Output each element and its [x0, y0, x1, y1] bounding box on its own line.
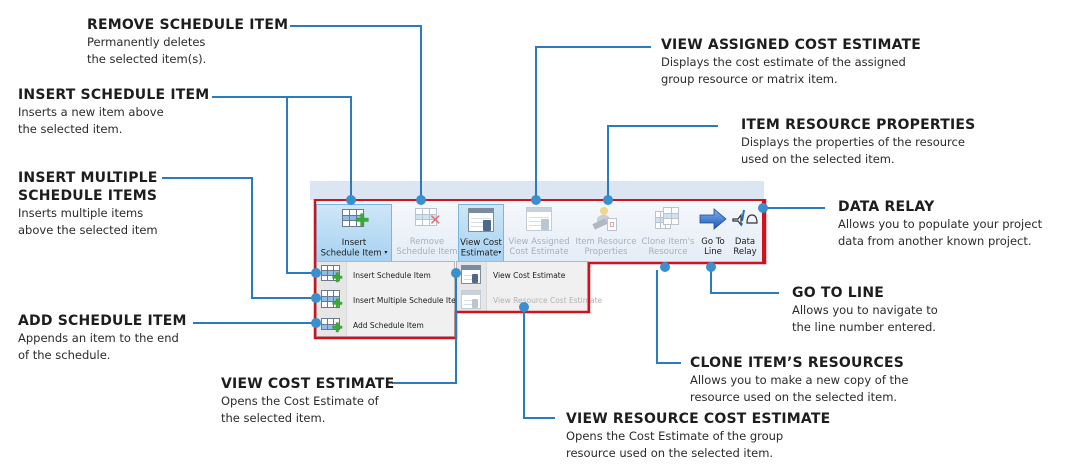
cost-estimate-icon [468, 208, 494, 234]
item-resource-properties-label-2: Properties [584, 247, 628, 257]
callout-title: GO TO LINE [792, 285, 885, 301]
leader-view-resource-cost-estimate [523, 307, 555, 419]
menu-item-view-resource-cost-estimate[interactable]: View Resource Cost Estimate [457, 287, 602, 313]
callout-remove-schedule-item: REMOVE SCHEDULE ITEM Permanently deletes… [87, 17, 289, 66]
callout-view-assigned-cost-estimate: VIEW ASSIGNED COST ESTIMATE Displays the… [661, 37, 922, 86]
go-to-line-label-1: Go To [701, 237, 725, 247]
callout-title: SCHEDULE ITEMS [18, 188, 158, 204]
callout-title: VIEW COST ESTIMATE [221, 376, 395, 392]
data-relay-label-2: Relay [733, 247, 757, 257]
chevron-down-icon[interactable]: ▾ [384, 249, 388, 256]
callout-title: ADD SCHEDULE ITEM [18, 313, 187, 329]
callout-title: VIEW RESOURCE COST ESTIMATE [566, 411, 831, 427]
insert-schedule-item-label-2: Schedule Item [320, 248, 382, 259]
chevron-down-icon[interactable]: ▾ [498, 249, 502, 256]
grid-plus-icon: ✚ [321, 265, 343, 286]
callout-view-cost-estimate: VIEW COST ESTIMATE Opens the Cost Estima… [221, 376, 395, 425]
remove-schedule-item-label-2: Schedule Item [396, 247, 458, 257]
view-cost-estimate-menu: View Cost Estimate View Resource Cost Es… [456, 261, 602, 313]
leader-go-to-line [710, 270, 779, 294]
leader-remove-schedule-item [290, 25, 422, 199]
callout-insert-schedule-item: INSERT SCHEDULE ITEM Inserts a new item … [18, 87, 210, 136]
callout-insert-multiple-schedule-items: INSERT MULTIPLE SCHEDULE ITEMS Inserts m… [18, 170, 158, 237]
clone-items-resource-label-2: Resource [648, 247, 688, 257]
ribbon-tab-strip [310, 181, 764, 200]
menu-item-add-schedule-item[interactable]: ✚ Add Schedule Item [317, 312, 454, 338]
callout-title: ITEM RESOURCE PROPERTIES [741, 117, 976, 133]
callout-title: INSERT MULTIPLE [18, 170, 158, 186]
go-to-line-button[interactable]: Go To Line [698, 204, 728, 262]
callout-title: CLONE ITEM’S RESOURCES [690, 355, 905, 371]
view-assigned-cost-estimate-button[interactable]: View Assigned Cost Estimate [505, 204, 573, 262]
view-cost-estimate-label-2: Estimate [460, 248, 499, 259]
callout-data-relay: DATA RELAY Allows you to populate your p… [838, 199, 1043, 248]
view-cost-estimate-button[interactable]: View Cost Estimate▾ [458, 204, 504, 262]
remove-schedule-item-button[interactable]: ✕ Remove Schedule Item [394, 204, 460, 262]
view-cost-estimate-label-1: View Cost [460, 238, 502, 248]
grid-remove-icon: ✕ [414, 207, 442, 233]
callout-title: REMOVE SCHEDULE ITEM [87, 17, 289, 33]
remove-schedule-item-label-1: Remove [409, 237, 445, 247]
clone-items-resource-label-1: Clone Item's [641, 237, 695, 247]
insert-schedule-item-button[interactable]: ✚ Insert Schedule Item ▾ [316, 204, 392, 262]
item-resource-properties-button[interactable]: Item Resource Properties [574, 204, 638, 262]
cost-estimate-icon [526, 207, 552, 233]
ribbon-toolbar: ✚ Insert Schedule Item ▾ ✕ Remove Schedu… [314, 199, 764, 263]
callout-view-resource-cost-estimate: VIEW RESOURCE COST ESTIMATE Opens the Co… [566, 411, 831, 460]
menu-item-insert-schedule-item[interactable]: ✚ Insert Schedule Item [317, 262, 454, 288]
item-resource-properties-label-1: Item Resource [575, 237, 637, 247]
cost-estimate-icon [461, 265, 483, 285]
data-relay-label-1: Data [734, 237, 756, 247]
arrow-right-icon [699, 207, 727, 233]
go-to-line-label-2: Line [704, 247, 722, 257]
leader-clone-items-resources [656, 270, 681, 364]
leader-view-assigned-cost-estimate [535, 46, 651, 199]
grid-plus-icon: ✚ [321, 315, 343, 336]
grid-plus-icon: ✚ [321, 290, 343, 312]
dot-go-to-line [706, 262, 716, 272]
leader-insert-multiple [162, 177, 316, 299]
data-relay-button[interactable]: Data Relay [729, 204, 761, 262]
callout-go-to-line: GO TO LINE Allows you to navigate to the… [792, 285, 938, 334]
resource-properties-icon [592, 207, 619, 233]
callout-clone-items-resources: CLONE ITEM’S RESOURCES Allows you to mak… [690, 355, 909, 404]
callout-title: INSERT SCHEDULE ITEM [18, 87, 210, 103]
callout-add-schedule-item: ADD SCHEDULE ITEM Appends an item to the… [18, 313, 187, 362]
insert-schedule-item-label-1: Insert [341, 238, 367, 248]
callout-item-resource-properties: ITEM RESOURCE PROPERTIES Displays the pr… [741, 117, 976, 166]
callout-title: DATA RELAY [838, 199, 935, 215]
clone-grid-icon [655, 207, 681, 233]
clone-items-resource-button[interactable]: Clone Item's Resource [639, 204, 697, 262]
menu-item-insert-multiple-schedule-items[interactable]: ✚ Insert Multiple Schedule Items [317, 287, 467, 313]
data-relay-icon [732, 207, 758, 233]
callout-title: VIEW ASSIGNED COST ESTIMATE [661, 37, 922, 53]
grid-plus-icon: ✚ [341, 208, 369, 234]
view-assigned-cost-estimate-label-1: View Assigned [508, 237, 570, 247]
insert-schedule-item-menu: ✚ Insert Schedule Item ✚ Insert Multiple… [316, 261, 467, 338]
cost-estimate-icon [461, 290, 483, 310]
menu-item-view-cost-estimate[interactable]: View Cost Estimate [457, 262, 587, 288]
dot-clone-items-resources [660, 262, 670, 272]
view-assigned-cost-estimate-label-2: Cost Estimate [509, 247, 569, 257]
